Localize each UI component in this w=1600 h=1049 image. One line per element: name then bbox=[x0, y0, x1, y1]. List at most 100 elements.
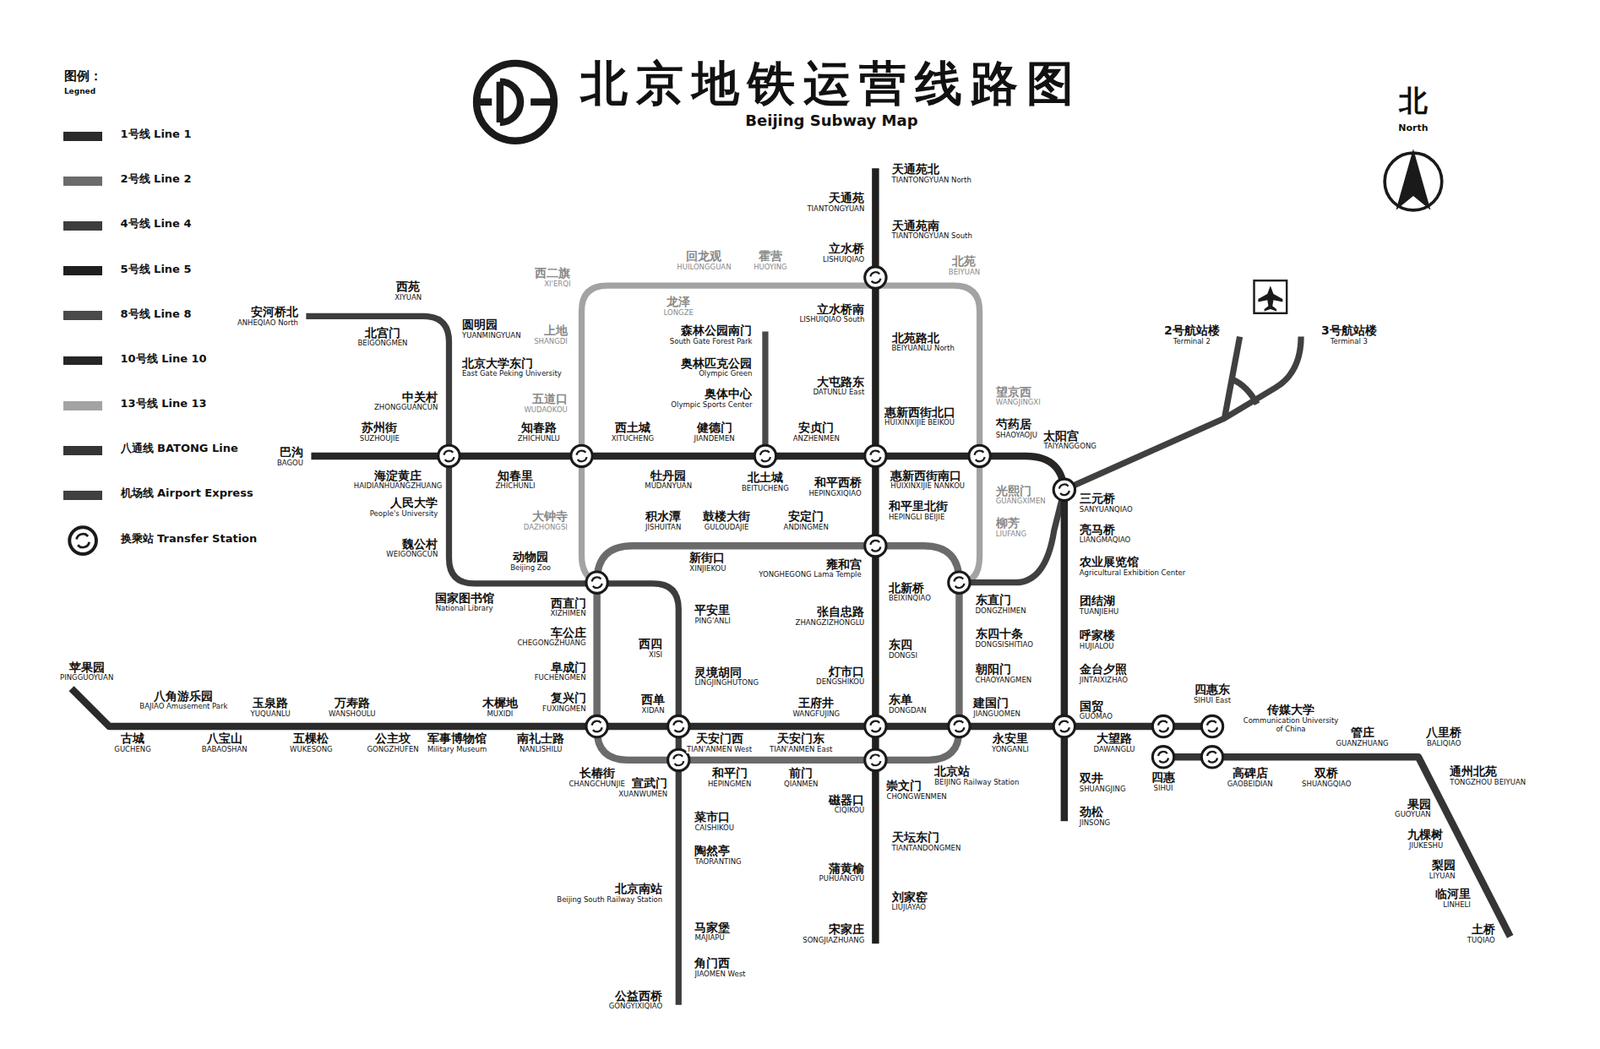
station-pinyin: CAISHIKOU bbox=[693, 824, 735, 833]
station-name: 天通苑北 bbox=[891, 163, 941, 176]
station-name: 人民大学 bbox=[389, 496, 439, 510]
station-pinyin: Terminal 3 bbox=[1329, 337, 1369, 346]
station-pinyin: BAJIAO Amusement Park bbox=[138, 702, 229, 711]
station-name: 立水桥 bbox=[827, 242, 866, 256]
station-pinyin: ZHICHUNLU bbox=[517, 435, 561, 443]
station-pinyin: LIUJIAYAO bbox=[891, 903, 928, 912]
station-pinyin: WUDAOKOU bbox=[522, 406, 568, 414]
compass-label: North bbox=[1397, 123, 1429, 134]
station-pinyin: WUKESONG bbox=[288, 745, 334, 754]
station-name: 北宫门 bbox=[364, 326, 402, 340]
station-name: 雍和宫 bbox=[825, 558, 863, 572]
station-pinyin: GAOBEIDIAN bbox=[1226, 780, 1274, 789]
transfer-ring bbox=[438, 445, 460, 467]
station-name: 中关村 bbox=[401, 391, 439, 404]
transfer-station-symbol bbox=[754, 445, 776, 467]
station-pinyin: JINTAIXIZHAO bbox=[1078, 676, 1129, 685]
station-name: 西苑 bbox=[395, 280, 421, 294]
station-pinyin: NANLISHILU bbox=[518, 745, 564, 754]
legend-symbol bbox=[67, 525, 98, 556]
station-pinyin: BEIYUAN bbox=[947, 268, 981, 277]
legend-row: 10号线 Line 10 bbox=[0, 348, 338, 383]
station-pinyin: SHAOYAOJU bbox=[995, 431, 1039, 440]
transfer-arrows bbox=[870, 720, 881, 732]
station-name: 健德门 bbox=[696, 421, 734, 435]
transfer-station-symbol bbox=[1152, 746, 1174, 768]
station-name: 蒲黄榆 bbox=[827, 862, 866, 876]
station-name: 公益西桥 bbox=[614, 990, 664, 1003]
station-name: 天坛东门 bbox=[891, 831, 941, 844]
station-pinyin: XIDAN bbox=[641, 707, 666, 715]
transfer-arrows bbox=[953, 720, 964, 732]
station-name: 巴沟 bbox=[278, 446, 305, 459]
station-pinyin: HUIXINXIJIE BEIKOU bbox=[883, 419, 956, 427]
station-name: 龙泽 bbox=[665, 295, 692, 309]
station-pinyin: GONGYIXIQIAO bbox=[608, 1002, 664, 1011]
station-pinyin: National Library bbox=[435, 604, 495, 613]
station-name: 梨园 bbox=[1431, 859, 1457, 872]
station-pinyin: DONGDAN bbox=[887, 707, 928, 715]
station-name: 劲松 bbox=[1078, 805, 1105, 819]
station-pinyin: HEPINGMEN bbox=[707, 780, 752, 789]
station-pinyin: CHEGONGZHUANG bbox=[516, 639, 587, 648]
station-pinyin: SHUANGJING bbox=[1078, 785, 1127, 794]
station-name: 阜成门 bbox=[549, 661, 588, 675]
station-pinyin: LONGZE bbox=[663, 309, 695, 317]
station-pinyin: DONGZHIMEN bbox=[974, 607, 1028, 615]
legend-row: 1号线 Line 1 bbox=[0, 124, 338, 158]
legend-swatch bbox=[63, 266, 103, 276]
transfer-arrows bbox=[870, 272, 881, 283]
station-pinyin: TIAN'ANMEN East bbox=[768, 745, 834, 754]
transfer-arrows bbox=[870, 450, 881, 462]
station-name: 北京大学东门 bbox=[461, 357, 534, 371]
station-pinyin: GUANGXIMEN bbox=[995, 497, 1047, 506]
station-pinyin: TIAN'ANMEN West bbox=[685, 745, 753, 754]
station-pinyin: ANHEQIAO North bbox=[236, 319, 300, 327]
station-pinyin: WANGFUJING bbox=[791, 710, 841, 719]
station-name: 东单 bbox=[887, 693, 914, 707]
station-pinyin: JIAOMEN West bbox=[693, 970, 746, 979]
station-name: 八里桥 bbox=[1425, 726, 1463, 740]
station-name: 北土城 bbox=[746, 471, 784, 485]
map-drawing bbox=[71, 63, 1511, 1006]
station-pinyin: DAWANGLU bbox=[1093, 745, 1137, 754]
transfer-arrows bbox=[1158, 720, 1169, 732]
station-pinyin: LIYUAN bbox=[1428, 872, 1457, 881]
logo-mark bbox=[477, 81, 555, 123]
transfer-ring bbox=[948, 715, 970, 737]
station-name: 苏州街 bbox=[360, 421, 398, 435]
station-name: 角门西 bbox=[693, 957, 731, 970]
station-pinyin: ZHANGZIZHONGLU bbox=[794, 619, 866, 627]
transfer-arrows bbox=[760, 450, 771, 462]
station-pinyin: GONGZHUFEN bbox=[365, 745, 420, 754]
subway-line bbox=[305, 315, 679, 1005]
station-pinyin: Beijing South Railway Station bbox=[555, 896, 664, 904]
station-name: 四惠东 bbox=[1193, 683, 1231, 697]
transfer-ring bbox=[865, 749, 887, 771]
station-pinyin: DONGSI bbox=[887, 652, 919, 660]
station-pinyin: PINGGUOYUAN bbox=[59, 674, 115, 682]
subway-lines bbox=[71, 168, 1511, 1005]
station-pinyin: People's University bbox=[369, 510, 440, 518]
station-name: 九棵树 bbox=[1406, 828, 1444, 842]
station-name: 望京西 bbox=[995, 386, 1033, 399]
station-name: 芍药居 bbox=[995, 418, 1033, 431]
station-name: 惠新西街北口 bbox=[883, 406, 957, 420]
legend-row: 4号线 Line 4 bbox=[0, 214, 338, 249]
transfer-station-symbol bbox=[1053, 715, 1075, 737]
station-name: 牡丹园 bbox=[649, 469, 687, 483]
station-name: 呼家楼 bbox=[1078, 629, 1116, 643]
station-pinyin: PUHUANGYU bbox=[818, 875, 866, 883]
subway-line bbox=[310, 456, 1064, 822]
station-name: 张自忠路 bbox=[816, 605, 866, 619]
station-pinyin: LISHUIQIAO bbox=[821, 255, 866, 264]
station-pinyin: XUANWUMEN bbox=[617, 790, 669, 799]
transfer-ring bbox=[865, 715, 887, 737]
transfer-station-symbol bbox=[865, 715, 887, 737]
station-pinyin: South Gate Forest Park bbox=[669, 337, 754, 346]
station-pinyin: SUZHOUJIE bbox=[359, 435, 401, 443]
transfer-arrows bbox=[443, 450, 454, 462]
station-name: 西直门 bbox=[549, 597, 588, 610]
station-name: 惠新西街南口 bbox=[889, 469, 963, 483]
station-pinyin: Olympic Sports Center bbox=[669, 401, 753, 409]
